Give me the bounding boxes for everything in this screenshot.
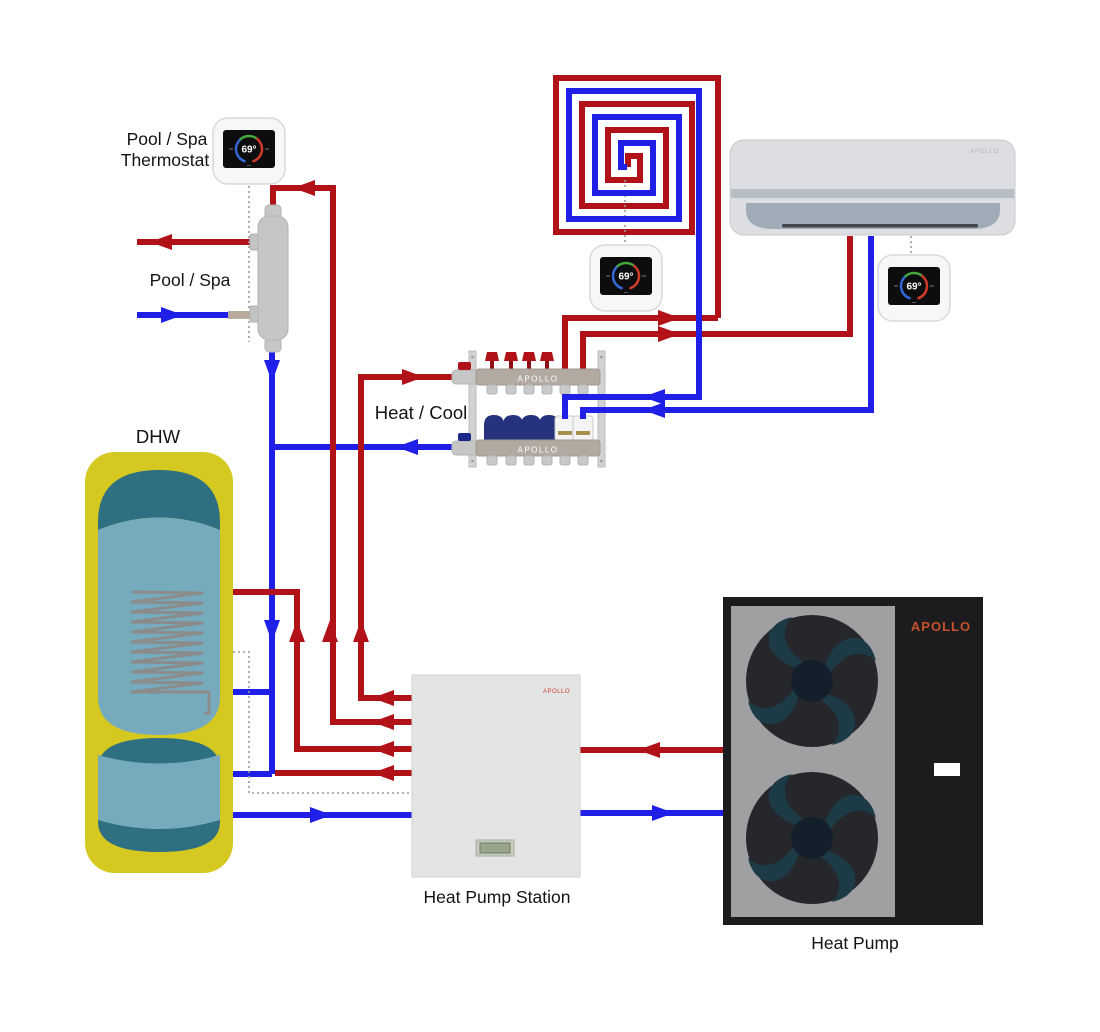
arrow-station-out-1 xyxy=(372,690,394,706)
thermostat-floor-heating-temp: 69° xyxy=(618,272,633,283)
pipe-dhw-coil-feed xyxy=(227,589,412,752)
manifold-actuators-white xyxy=(554,415,594,442)
manifold-assembly: APOLLO APOLLO xyxy=(451,350,606,468)
floor-loop-hot-spiral xyxy=(553,75,721,318)
thermostat-ac-temp: 69° xyxy=(906,282,921,293)
label-dhw: DHW xyxy=(136,426,181,447)
heat-pump-station: APOLLO xyxy=(411,674,581,878)
arrow-up-1 xyxy=(289,620,305,642)
tank-lower-body xyxy=(98,755,220,829)
arrow-up-3 xyxy=(353,620,369,642)
ac-vent xyxy=(746,203,1000,229)
manifold-actuators-blue xyxy=(484,415,559,441)
heat-pump-brand: APOLLO xyxy=(911,619,971,634)
label-pool-spa: Pool / Spa xyxy=(150,270,231,290)
dhw-tank xyxy=(85,452,233,873)
manifold-supply-bar: APOLLO xyxy=(475,352,601,395)
arrow-floor-feed xyxy=(658,310,680,326)
arrow-floor-return xyxy=(643,389,665,405)
manifold-stubs-bottom xyxy=(486,455,589,466)
thermostat-pool-spa[interactable]: 69° xyxy=(212,117,286,185)
arrow-pool-in xyxy=(161,307,183,323)
arrow-station-out-4 xyxy=(372,765,394,781)
ac-unit: APOLLO xyxy=(729,139,1016,236)
manifold-stubs-top xyxy=(486,384,589,395)
station-display xyxy=(475,839,515,857)
arrow-ac-feed xyxy=(658,326,680,342)
arrow-manifold-return xyxy=(396,439,418,455)
station-brand: APOLLO xyxy=(543,689,570,695)
arrow-pool-out xyxy=(150,234,172,250)
arrow-manifold-feed xyxy=(402,369,424,385)
arrow-up-2 xyxy=(322,620,338,642)
heat-pump-unit: APOLLO xyxy=(723,597,983,925)
arrow-station-to-heatpump xyxy=(652,805,674,821)
arrow-heatpump-to-station xyxy=(638,742,660,758)
ac-brand: APOLLO xyxy=(970,148,999,155)
heat-pump-badge xyxy=(934,763,960,776)
arrow-station-out-3 xyxy=(372,741,394,757)
flow-arrows xyxy=(150,180,680,823)
label-pool-spa-thermostat-line2: Thermostat xyxy=(121,150,210,170)
manifold-return-bar: APOLLO xyxy=(475,415,601,466)
arrow-station-out-2 xyxy=(372,714,394,730)
manifold-valves xyxy=(485,352,554,369)
label-heat-pump-station: Heat Pump Station xyxy=(424,887,571,907)
arrow-ac-return xyxy=(643,402,665,418)
label-pool-spa-thermostat-line1: Pool / Spa xyxy=(127,129,208,149)
wire-tank-to-station xyxy=(233,651,412,794)
pipe-ac-feed xyxy=(580,236,853,372)
arrow-exchanger-feed xyxy=(293,180,315,196)
pool-heat-exchanger xyxy=(228,204,289,353)
pipe-exchanger-feed xyxy=(270,185,412,725)
pipe-ac-return xyxy=(580,236,874,419)
diagram-labels: Pool / Spa Thermostat Pool / Spa DHW Hea… xyxy=(121,129,899,953)
arrow-tank-bottom xyxy=(310,807,332,823)
pipe-manifold-feed xyxy=(358,374,455,701)
label-heat-cool: Heat / Cool xyxy=(375,402,468,423)
thermostat-floor-heating[interactable]: 69° xyxy=(589,244,663,312)
thermostat-pool-spa-temp: 69° xyxy=(241,145,256,156)
fan-top xyxy=(746,615,878,747)
arrow-down-1 xyxy=(264,360,280,382)
thermostat-ac[interactable]: 69° xyxy=(877,254,951,322)
manifold-supply-brand: APOLLO xyxy=(517,375,558,384)
label-heat-pump: Heat Pump xyxy=(811,933,899,953)
arrow-down-2 xyxy=(264,620,280,642)
tank-upper-dome xyxy=(98,470,220,530)
tank-heating-coil xyxy=(130,590,211,715)
tank-upper-body xyxy=(98,517,220,735)
fan-bottom xyxy=(746,772,878,904)
piping-cold-returns xyxy=(562,88,874,419)
pipe-floor-return xyxy=(562,88,702,419)
pipe-floor-feed xyxy=(562,315,718,372)
manifold-return-brand: APOLLO xyxy=(517,446,558,455)
